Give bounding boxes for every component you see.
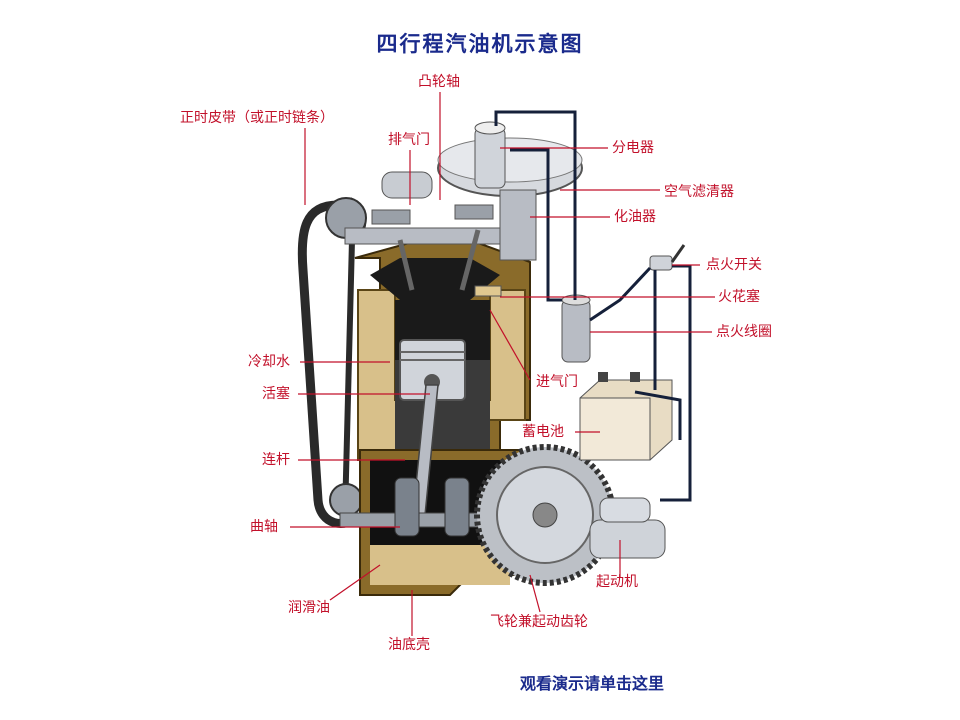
label-coolant: 冷却水 bbox=[248, 354, 290, 370]
label-carburetor: 化油器 bbox=[614, 209, 656, 225]
label-distributor: 分电器 bbox=[612, 140, 654, 156]
label-connecting-rod: 连杆 bbox=[262, 452, 290, 468]
battery bbox=[579, 372, 673, 461]
flywheel bbox=[474, 444, 616, 586]
label-oil-pan: 油底壳 bbox=[388, 637, 430, 653]
leader-lines bbox=[290, 92, 715, 636]
ignition-switch bbox=[649, 244, 686, 271]
label-ignition-switch: 点火开关 bbox=[706, 257, 762, 273]
starter-motor bbox=[589, 497, 666, 559]
label-battery: 蓄电池 bbox=[522, 424, 564, 440]
timing-belt bbox=[297, 197, 367, 528]
label-ignition-coil: 点火线圈 bbox=[716, 324, 772, 340]
ignition-wiring bbox=[494, 110, 692, 502]
label-lubricating-oil: 润滑油 bbox=[288, 600, 330, 616]
cylinder-head bbox=[344, 171, 516, 291]
label-timing-belt: 正时皮带（或正时链条） bbox=[180, 110, 334, 126]
label-spark-plug: 火花塞 bbox=[718, 289, 760, 305]
label-intake-valve: 进气门 bbox=[536, 374, 578, 390]
ignition-coil bbox=[561, 294, 591, 363]
label-piston: 活塞 bbox=[262, 386, 290, 402]
diagram-title: 四行程汽油机示意图 bbox=[376, 31, 584, 56]
label-exhaust-valve: 排气门 bbox=[388, 132, 430, 148]
spark-plug bbox=[474, 285, 502, 297]
label-starter: 起动机 bbox=[596, 574, 638, 590]
label-flywheel: 飞轮兼起动齿轮 bbox=[490, 614, 588, 630]
label-crankshaft: 曲轴 bbox=[250, 519, 278, 535]
label-camshaft: 凸轮轴 bbox=[418, 74, 460, 90]
watch-demo-link[interactable]: 观看演示请单击这里 bbox=[520, 674, 665, 693]
label-air-filter: 空气滤清器 bbox=[664, 184, 734, 200]
